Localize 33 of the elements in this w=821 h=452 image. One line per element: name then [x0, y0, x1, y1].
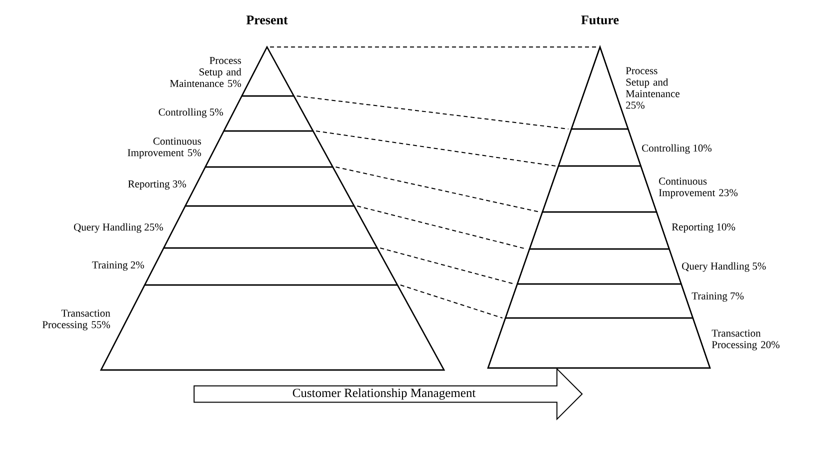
dashed-connector [316, 130, 556, 166]
pyramid-layer: Query Handling 5% [516, 248, 766, 285]
node-label: Continuous Improvement 23% [658, 178, 738, 198]
node-label: Future [581, 16, 619, 24]
node-label: Process Setup and Maintenance 5% [170, 57, 242, 88]
node-label: Continuous Improvement 5% [128, 138, 202, 158]
dashed-connector [335, 166, 540, 212]
node-label: Query Handling 5% [682, 262, 766, 272]
pyramid-layer: Training 2% [92, 247, 398, 286]
node-label: Reporting 10% [672, 223, 736, 233]
dashed-connector [270, 46, 598, 48]
node-label: Controlling 5% [158, 108, 224, 118]
node-label: Reporting 3% [128, 180, 186, 190]
node-label: Transaction Processing 55% [42, 310, 110, 330]
pyramid-layer: Controlling 5% [158, 95, 314, 132]
pyramid-layer: Reporting 3% [128, 166, 356, 207]
node-label: Training 2% [92, 261, 144, 271]
pyramid-layer: Controlling 10% [558, 128, 712, 167]
node-label: Process Setup and Maintenance 25% [626, 67, 680, 109]
pyramid-layer: Continuous Improvement 23% [542, 165, 738, 213]
pyramid-layer: Continuous Improvement 5% [128, 130, 334, 168]
node-label: Query Handling 25% [74, 223, 164, 233]
pyramid-layer: Reporting 10% [528, 211, 736, 250]
node-label: Present [246, 16, 288, 24]
dashed-connector [296, 96, 569, 130]
node-label: Controlling 10% [642, 144, 712, 154]
pyramid-layer: Query Handling 25% [74, 205, 378, 249]
pyramid-layer: Training 7% [504, 283, 744, 319]
dashed-connector [380, 248, 515, 284]
dashed-connector [400, 284, 503, 318]
node-label: Training 7% [692, 292, 744, 302]
pyramid-layer: Transaction Processing 20% [487, 317, 780, 369]
node-label: Transaction Processing 20% [712, 330, 780, 350]
